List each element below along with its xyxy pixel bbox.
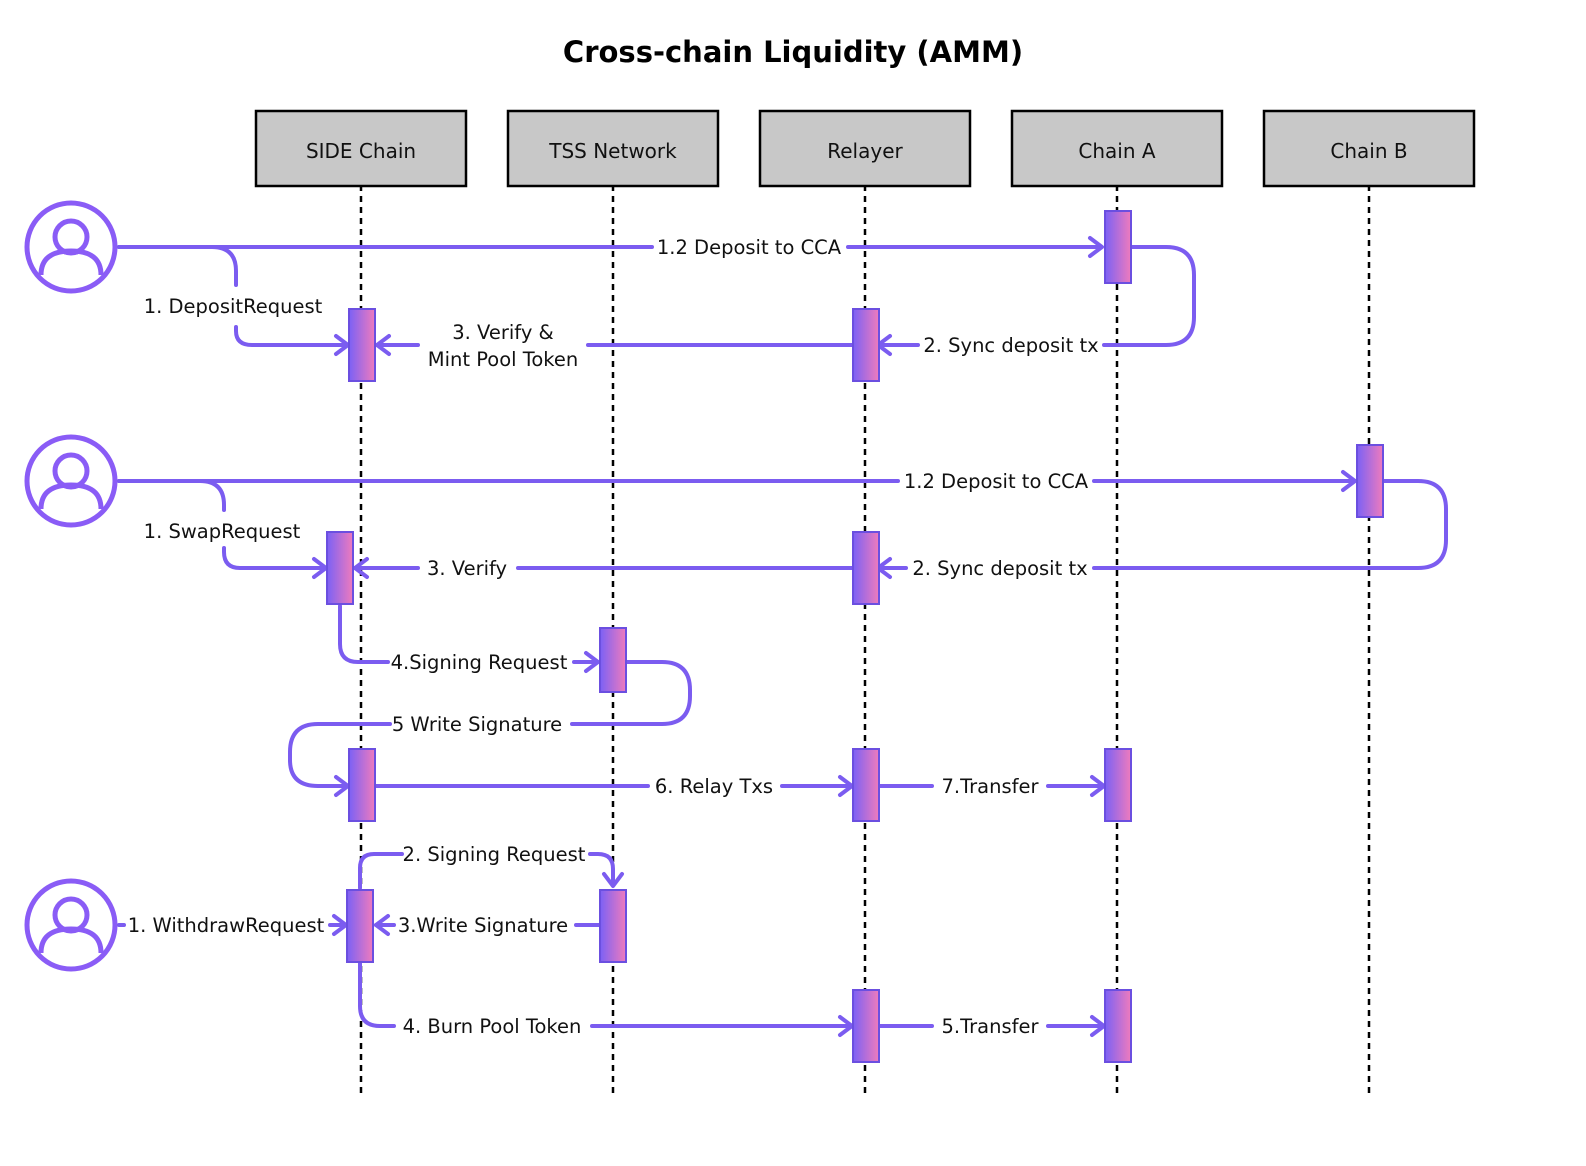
participant-chain-b: Chain B: [1262, 109, 1476, 188]
swap-flow: 1.2 Deposit to CCA 1. SwapRequest 2. Syn…: [117, 444, 1448, 822]
message-verify-mint-line2: Mint Pool Token: [428, 348, 578, 371]
activation-bar: [852, 308, 880, 382]
message-withdraw-request: 1. WithdrawRequest: [128, 914, 325, 937]
participants: SIDE Chain TSS Network Relayer Chain A C…: [254, 109, 1476, 188]
message-deposit-to-cca: 1.2 Deposit to CCA: [657, 236, 842, 259]
activation-bar: [1104, 989, 1132, 1063]
message-transfer: 7.Transfer: [941, 775, 1039, 798]
activation-bar: [326, 531, 354, 605]
participant-label: SIDE Chain: [306, 139, 416, 163]
message-signing-request: 4.Signing Request: [391, 651, 568, 674]
participant-side-chain: SIDE Chain: [254, 109, 468, 188]
activation-bar: [599, 627, 627, 693]
message-write-signature: 5 Write Signature: [392, 713, 562, 736]
message-withdraw-signing-request: 2. Signing Request: [403, 843, 586, 866]
participant-relayer: Relayer: [758, 109, 972, 188]
participant-chain-a: Chain A: [1010, 109, 1224, 188]
participant-label: TSS Network: [548, 139, 677, 163]
activation-bar: [348, 748, 376, 822]
activation-bar: [1356, 444, 1384, 518]
message-sync-deposit-tx-b: 2. Sync deposit tx: [912, 557, 1087, 580]
activation-bar: [348, 308, 376, 382]
message-deposit-request: 1. DepositRequest: [144, 295, 323, 318]
message-swap-request: 1. SwapRequest: [144, 520, 301, 543]
withdraw-flow: 2. Signing Request 1. WithdrawRequest 3.…: [117, 843, 1132, 1063]
message-verify: 3. Verify: [427, 557, 507, 580]
message-withdraw-transfer: 5.Transfer: [941, 1015, 1039, 1038]
user-icon: [24, 434, 118, 528]
participant-label: Chain A: [1078, 139, 1155, 163]
activation-bar: [1104, 210, 1132, 284]
user-icon: [24, 878, 118, 972]
participant-label: Chain B: [1330, 139, 1407, 163]
activation-bar: [852, 989, 880, 1063]
message-deposit-to-cca-b: 1.2 Deposit to CCA: [904, 470, 1089, 493]
participant-tss-network: TSS Network: [506, 109, 720, 188]
participant-label: Relayer: [827, 139, 903, 163]
diagram-title: Cross-chain Liquidity (AMM): [563, 35, 1023, 69]
message-relay-txs: 6. Relay Txs: [655, 775, 773, 798]
deposit-flow: 1.2 Deposit to CCA 1. DepositRequest 2. …: [117, 210, 1196, 382]
message-burn-pool-token: 4. Burn Pool Token: [403, 1015, 582, 1038]
activation-bar: [852, 748, 880, 822]
user-icon: [24, 200, 118, 294]
activation-bar: [852, 531, 880, 605]
activation-bar: [346, 889, 374, 963]
activation-bar: [1104, 748, 1132, 822]
message-verify-mint-line1: 3. Verify &: [452, 321, 554, 344]
message-withdraw-write-signature: 3.Write Signature: [398, 914, 568, 937]
message-sync-deposit-tx: 2. Sync deposit tx: [923, 334, 1098, 357]
activation-bar: [599, 889, 627, 963]
